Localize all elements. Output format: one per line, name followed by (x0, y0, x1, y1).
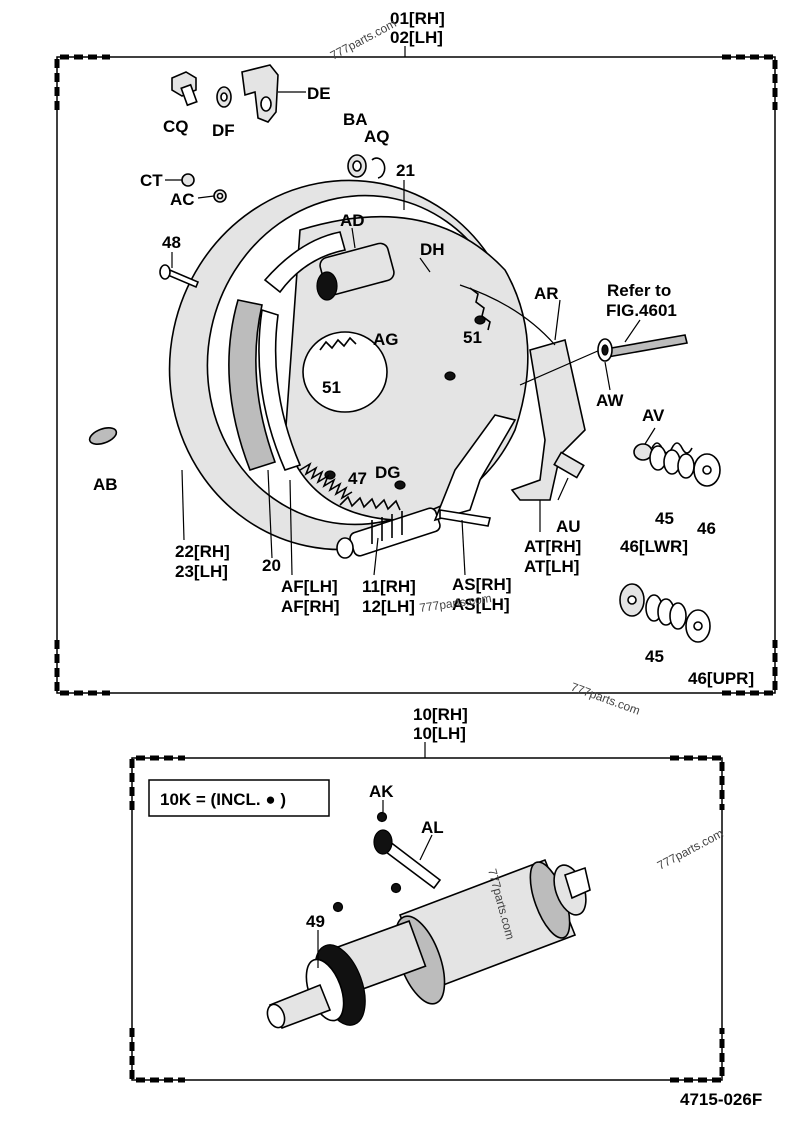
label-cq: CQ (163, 117, 189, 136)
label-45-lower: 45 (655, 509, 674, 528)
label-ak: AK (369, 782, 394, 801)
label-47: 47 (348, 469, 367, 488)
label-au: AU (556, 517, 581, 536)
label-aq: AQ (364, 127, 390, 146)
label-ad: AD (340, 211, 365, 230)
kit-note-text: 10K = (INCL. ● ) (160, 790, 286, 809)
label-49: 49 (306, 912, 325, 931)
label-al: AL (421, 818, 444, 837)
label-46-lower: 46 (697, 519, 716, 538)
label-av: AV (642, 406, 665, 425)
label-dh: DH (420, 240, 445, 259)
label-ba: BA (343, 110, 368, 129)
label-de: DE (307, 84, 331, 103)
label-ac: AC (170, 190, 195, 209)
label-as-lh: AS[LH] (452, 595, 510, 614)
label-20: 20 (262, 556, 281, 575)
kit-note-box: 10K = (INCL. ● ) (148, 779, 330, 817)
label-fig-ref: FIG.4601 (606, 301, 677, 320)
label-46-lwr: 46[LWR] (620, 537, 688, 556)
label-df: DF (212, 121, 235, 140)
small-parts (88, 64, 721, 643)
label-aw: AW (596, 391, 624, 410)
label-af-rh: AF[RH] (281, 597, 340, 616)
leader-lines (165, 91, 656, 968)
label-as-rh: AS[RH] (452, 575, 512, 594)
label-01: 01[RH] (390, 9, 445, 28)
label-48: 48 (162, 233, 181, 252)
label-at-lh: AT[LH] (524, 557, 579, 576)
wheel-cylinder-illustration (266, 811, 591, 1029)
label-12: 12[LH] (362, 597, 415, 616)
label-51-left: 51 (322, 378, 341, 397)
label-refer-to: Refer to (607, 281, 671, 300)
top-frame (54, 46, 778, 696)
watermark-1: 777parts.com (328, 16, 399, 62)
label-22: 22[RH] (175, 542, 230, 561)
brake-drum-illustration (159, 179, 688, 559)
figure-code: 4715-026F (680, 1090, 762, 1109)
part-labels: 01[RH] 02[LH] CQ DF DE BA AQ 21 CT AC AD… (93, 9, 762, 1109)
label-af-lh: AF[LH] (281, 577, 338, 596)
label-10-rh: 10[RH] (413, 705, 468, 724)
label-at-rh: AT[RH] (524, 537, 581, 556)
label-51-right: 51 (463, 328, 482, 347)
label-dg: DG (375, 463, 401, 482)
label-11: 11[RH] (362, 577, 416, 596)
label-45-upper: 45 (645, 647, 664, 666)
label-ag: AG (373, 330, 399, 349)
bottom-frame (129, 742, 725, 1083)
label-46-upr: 46[UPR] (688, 669, 754, 688)
watermark-3: 777parts.com (569, 680, 642, 718)
label-ct: CT (140, 171, 163, 190)
label-ar: AR (534, 284, 559, 303)
watermark-4: 777parts.com (655, 826, 726, 872)
label-10-lh: 10[LH] (413, 724, 466, 743)
label-02: 02[LH] (390, 28, 443, 47)
label-23: 23[LH] (175, 562, 228, 581)
label-21: 21 (396, 161, 415, 180)
label-ab: AB (93, 475, 118, 494)
